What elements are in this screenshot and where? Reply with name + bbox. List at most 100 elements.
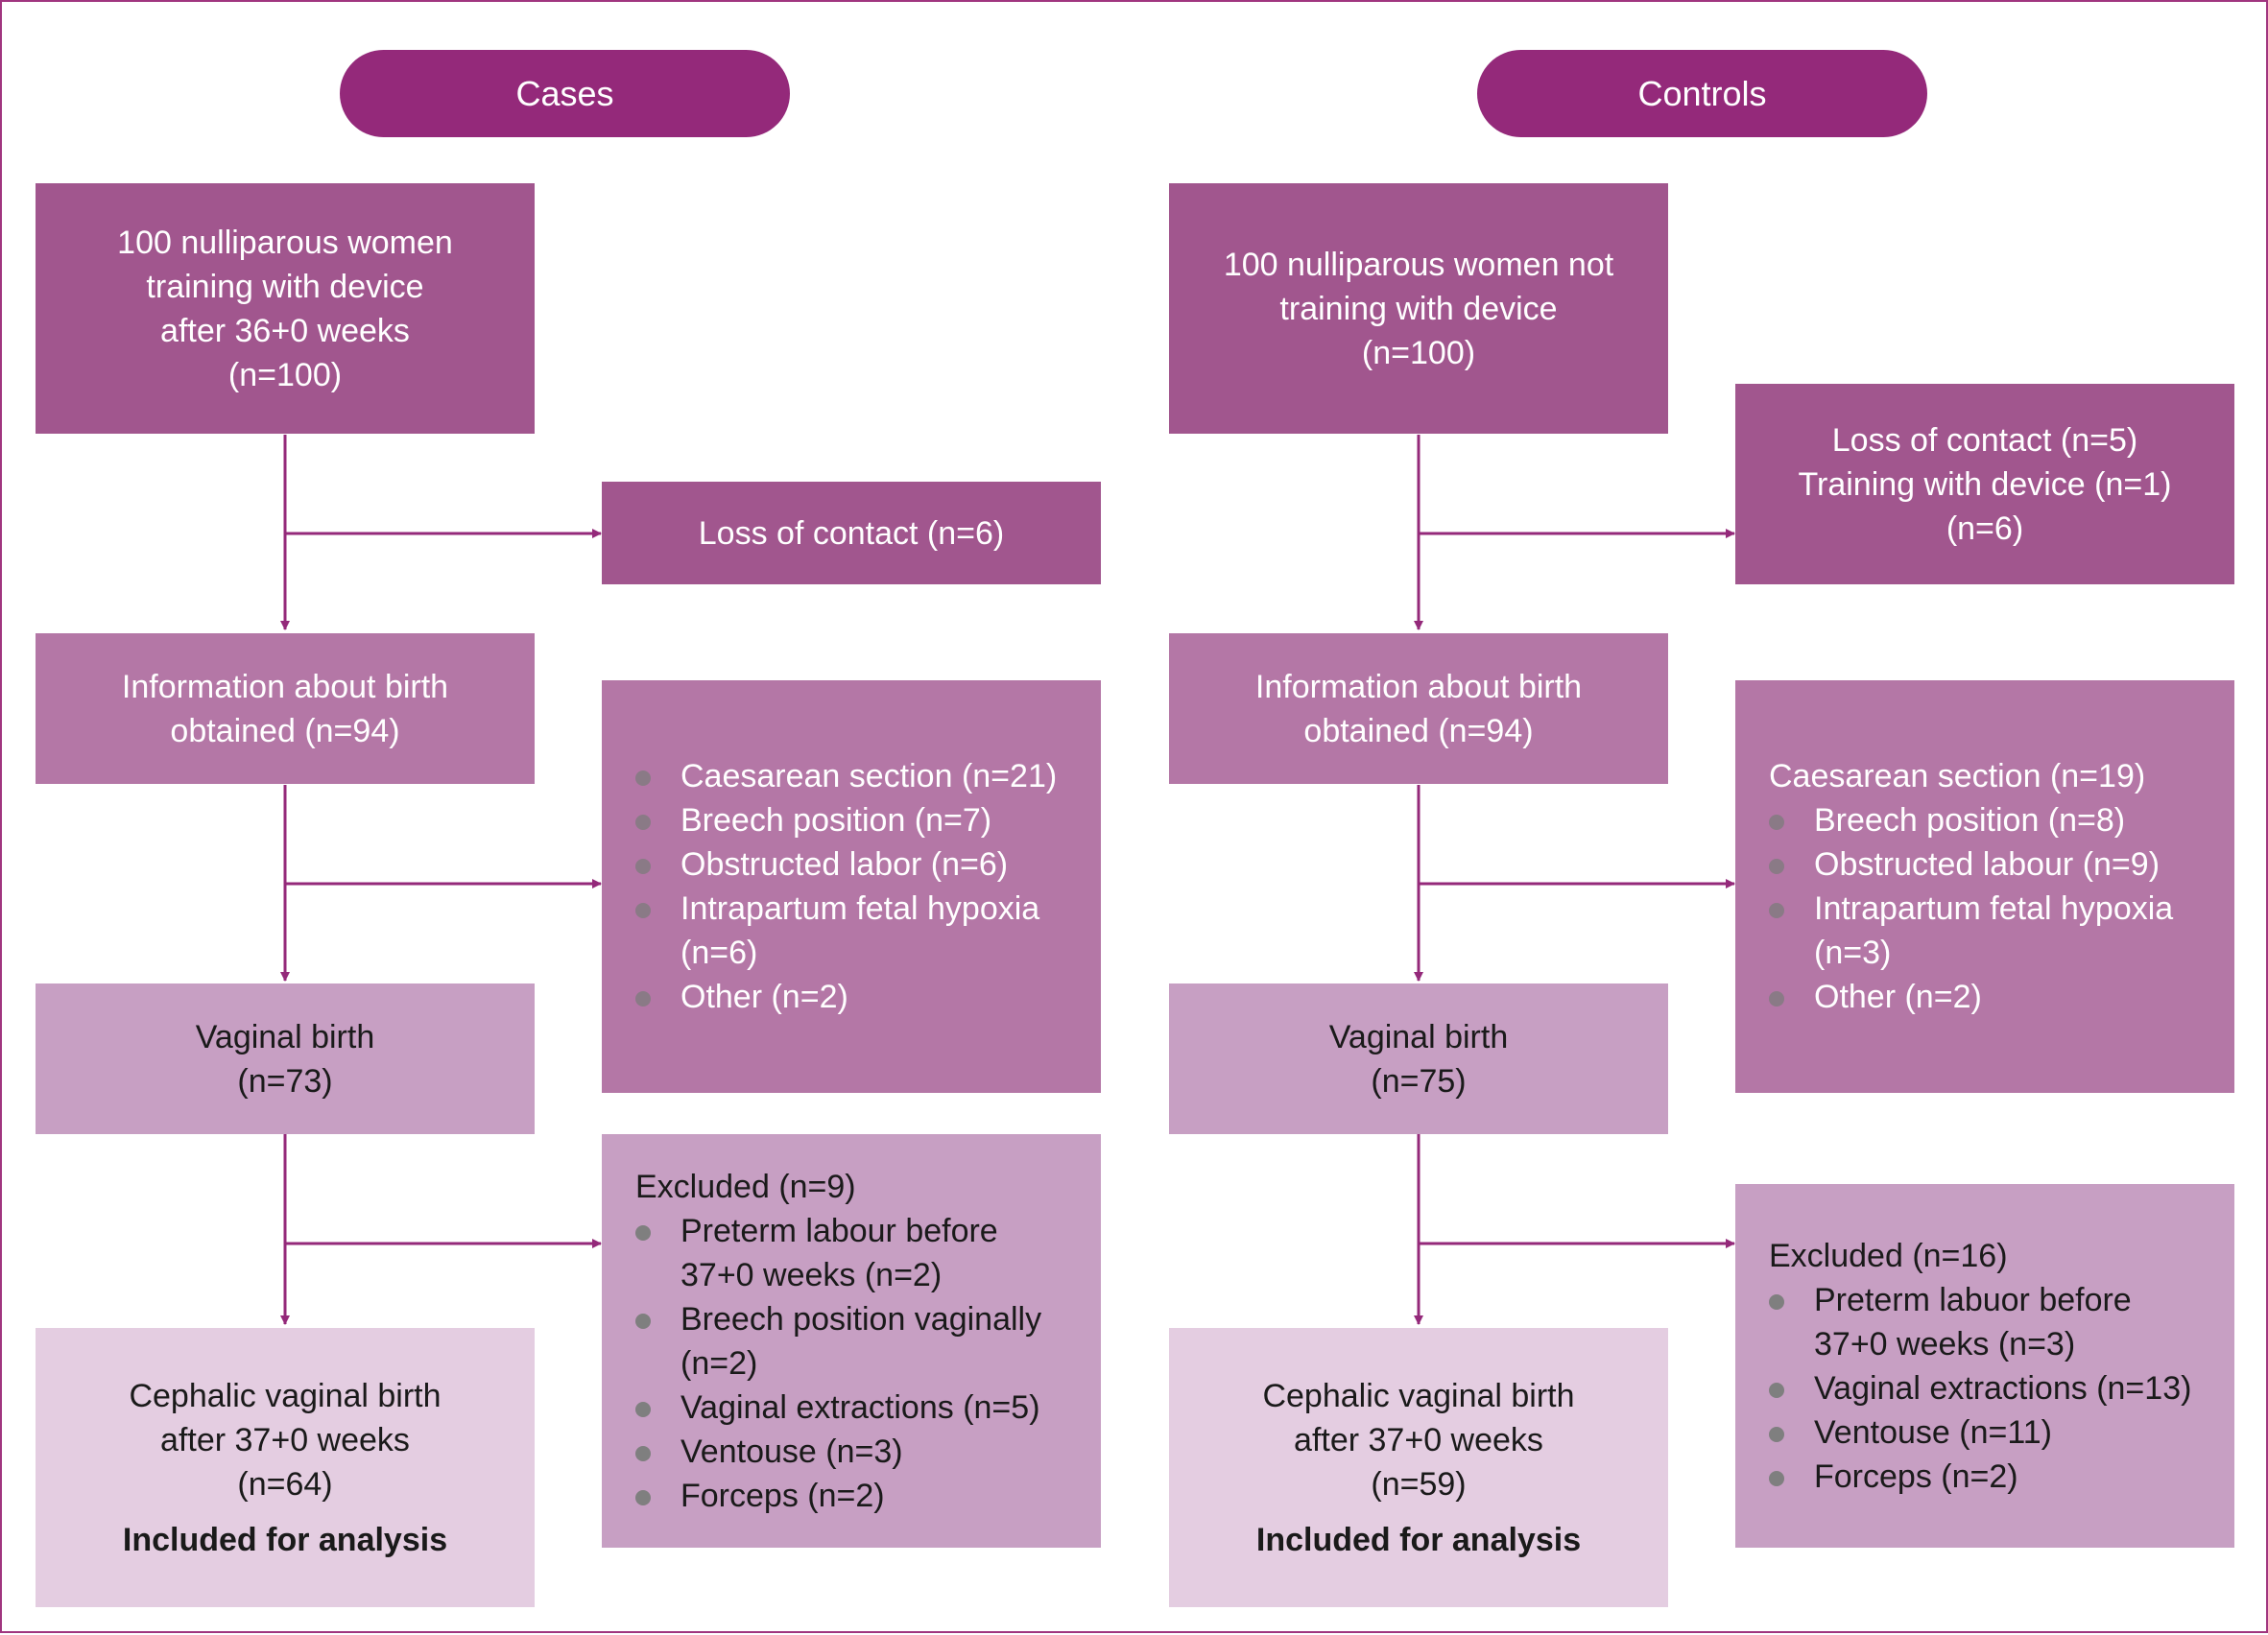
- box-line: (n=100): [227, 356, 343, 393]
- list-item: Other (n=2): [1769, 975, 2206, 1019]
- cases-caesarean-box: Caesarean section (n=21) Breech position…: [602, 680, 1101, 1093]
- list-item: Breech position vaginally (n=2): [635, 1297, 1072, 1386]
- box-line: Information about birth: [121, 668, 449, 705]
- list-item: Ventouse (n=11): [1769, 1410, 2206, 1455]
- list-item: Obstructed labor (n=6): [635, 842, 1072, 887]
- list-item-text: Intrapartum fetal hypoxia (n=3): [1814, 890, 2174, 971]
- list-item-text: Caesarean section (n=21): [680, 758, 1058, 794]
- list-item-text: Other (n=2): [1814, 979, 1982, 1015]
- included-note: Included for analysis: [122, 1521, 448, 1558]
- box-line: Training with device (n=1): [1798, 465, 2172, 503]
- bullet-icon: [635, 1430, 680, 1474]
- list-item-text: Ventouse (n=3): [680, 1433, 903, 1470]
- cases-info-box: Information about birth obtained (n=94): [36, 633, 535, 784]
- list-item-text: Intrapartum fetal hypoxia (n=6): [680, 890, 1040, 971]
- list-item-text: Preterm labour before 37+0 weeks (n=2): [680, 1212, 998, 1293]
- list-item-text: Vaginal extractions (n=5): [680, 1388, 1040, 1426]
- list-item-text: Other (n=2): [680, 979, 848, 1015]
- list-item-text: Breech position (n=7): [680, 802, 992, 839]
- bullet-icon: [635, 842, 680, 887]
- list-item-text: Vaginal extractions (n=13): [1814, 1369, 2192, 1407]
- list-item-text: Forceps (n=2): [1814, 1457, 2018, 1495]
- bullet-icon: [635, 1386, 680, 1430]
- list-item: Obstructed labour (n=9): [1769, 842, 2206, 887]
- cases-vaginal-box: Vaginal birth (n=73): [36, 983, 535, 1134]
- cases-excluded-box: Excluded (n=9) Preterm labour before 37+…: [602, 1134, 1101, 1548]
- list-item-text: Preterm labuor before 37+0 weeks (n=3): [1814, 1281, 2132, 1362]
- controls-excluded-box: Excluded (n=16) Preterm labuor before 37…: [1735, 1184, 2234, 1548]
- box-line: after 36+0 weeks: [160, 312, 410, 349]
- list-item-text: Ventouse (n=11): [1814, 1413, 2052, 1451]
- box-line: 100 nulliparous women not: [1223, 246, 1614, 283]
- controls-caesarean-box: Caesarean section (n=19) Breech position…: [1735, 680, 2234, 1093]
- list-item: Other (n=2): [635, 975, 1072, 1019]
- box-line: (n=64): [237, 1465, 333, 1503]
- box-line: (n=100): [1361, 334, 1476, 371]
- controls-loss-box: Loss of contact (n=5) Training with devi…: [1735, 384, 2234, 584]
- box-line: (n=6): [1946, 509, 2024, 547]
- list-item: Intrapartum fetal hypoxia (n=6): [635, 887, 1072, 975]
- box-line: Cephalic vaginal birth: [129, 1377, 442, 1414]
- list-item: Vaginal extractions (n=5): [635, 1386, 1072, 1430]
- bullet-icon: [1769, 1410, 1814, 1455]
- list-item: Preterm labuor before 37+0 weeks (n=3): [1769, 1278, 2206, 1366]
- box-line: (n=59): [1371, 1465, 1467, 1503]
- box-line: (n=75): [1371, 1062, 1467, 1100]
- list-title: Excluded (n=9): [635, 1168, 856, 1205]
- box-line: 100 nulliparous women: [117, 224, 453, 261]
- controls-header: Controls: [1477, 50, 1927, 137]
- bullet-icon: [1769, 975, 1814, 1019]
- bullet-icon: [1769, 1366, 1814, 1410]
- list-item: Caesarean section (n=21): [635, 754, 1072, 798]
- bullet-icon: [635, 1474, 680, 1518]
- bullet-icon: [635, 1297, 680, 1386]
- list-item: Intrapartum fetal hypoxia (n=3): [1769, 887, 2206, 975]
- list-item: Ventouse (n=3): [635, 1430, 1072, 1474]
- controls-final-box: Cephalic vaginal birth after 37+0 weeks …: [1169, 1328, 1668, 1607]
- box-line: obtained (n=94): [170, 712, 400, 749]
- bullet-icon: [1769, 1278, 1814, 1366]
- list-item: Breech position (n=8): [1769, 798, 2206, 842]
- box-line: (n=73): [237, 1062, 333, 1100]
- list-item-text: Obstructed labour (n=9): [1814, 846, 2161, 883]
- list-title: Excluded (n=16): [1769, 1237, 2008, 1274]
- controls-vaginal-box: Vaginal birth (n=75): [1169, 983, 1668, 1134]
- included-note: Included for analysis: [1255, 1521, 1582, 1558]
- list-item: Preterm labour before 37+0 weeks (n=2): [635, 1209, 1072, 1297]
- cases-start-box: 100 nulliparous women training with devi…: [36, 183, 535, 434]
- bullet-icon: [635, 754, 680, 798]
- box-line: Vaginal birth: [1328, 1018, 1509, 1055]
- controls-start-box: 100 nulliparous women not training with …: [1169, 183, 1668, 434]
- box-line: Cephalic vaginal birth: [1262, 1377, 1575, 1414]
- bullet-icon: [635, 975, 680, 1019]
- controls-info-box: Information about birth obtained (n=94): [1169, 633, 1668, 784]
- box-line: Loss of contact (n=6): [698, 514, 1005, 552]
- cases-loss-box: Loss of contact (n=6): [602, 482, 1101, 584]
- list-item-text: Forceps (n=2): [680, 1477, 885, 1514]
- list-item: Breech position (n=7): [635, 798, 1072, 842]
- box-line: training with device: [146, 268, 424, 305]
- bullet-icon: [1769, 1455, 1814, 1499]
- bullet-icon: [1769, 842, 1814, 887]
- bullet-icon: [1769, 798, 1814, 842]
- list-item-text: Obstructed labor (n=6): [680, 846, 1009, 883]
- bullet-icon: [635, 1209, 680, 1297]
- box-line: obtained (n=94): [1303, 712, 1534, 749]
- list-item: Vaginal extractions (n=13): [1769, 1366, 2206, 1410]
- list-item-text: Breech position vaginally (n=2): [680, 1300, 1042, 1382]
- box-line: Vaginal birth: [195, 1018, 375, 1055]
- box-line: Information about birth: [1254, 668, 1583, 705]
- list-item-text: Breech position (n=8): [1814, 802, 2126, 839]
- box-line: training with device: [1279, 290, 1558, 327]
- list-item: Forceps (n=2): [635, 1474, 1072, 1518]
- box-line: after 37+0 weeks: [160, 1421, 410, 1458]
- list-title: Caesarean section (n=19): [1769, 758, 2146, 794]
- bullet-icon: [635, 798, 680, 842]
- list-item: Forceps (n=2): [1769, 1455, 2206, 1499]
- cases-header: Cases: [340, 50, 790, 137]
- box-line: Loss of contact (n=5): [1831, 421, 2138, 459]
- bullet-icon: [635, 887, 680, 975]
- bullet-icon: [1769, 887, 1814, 975]
